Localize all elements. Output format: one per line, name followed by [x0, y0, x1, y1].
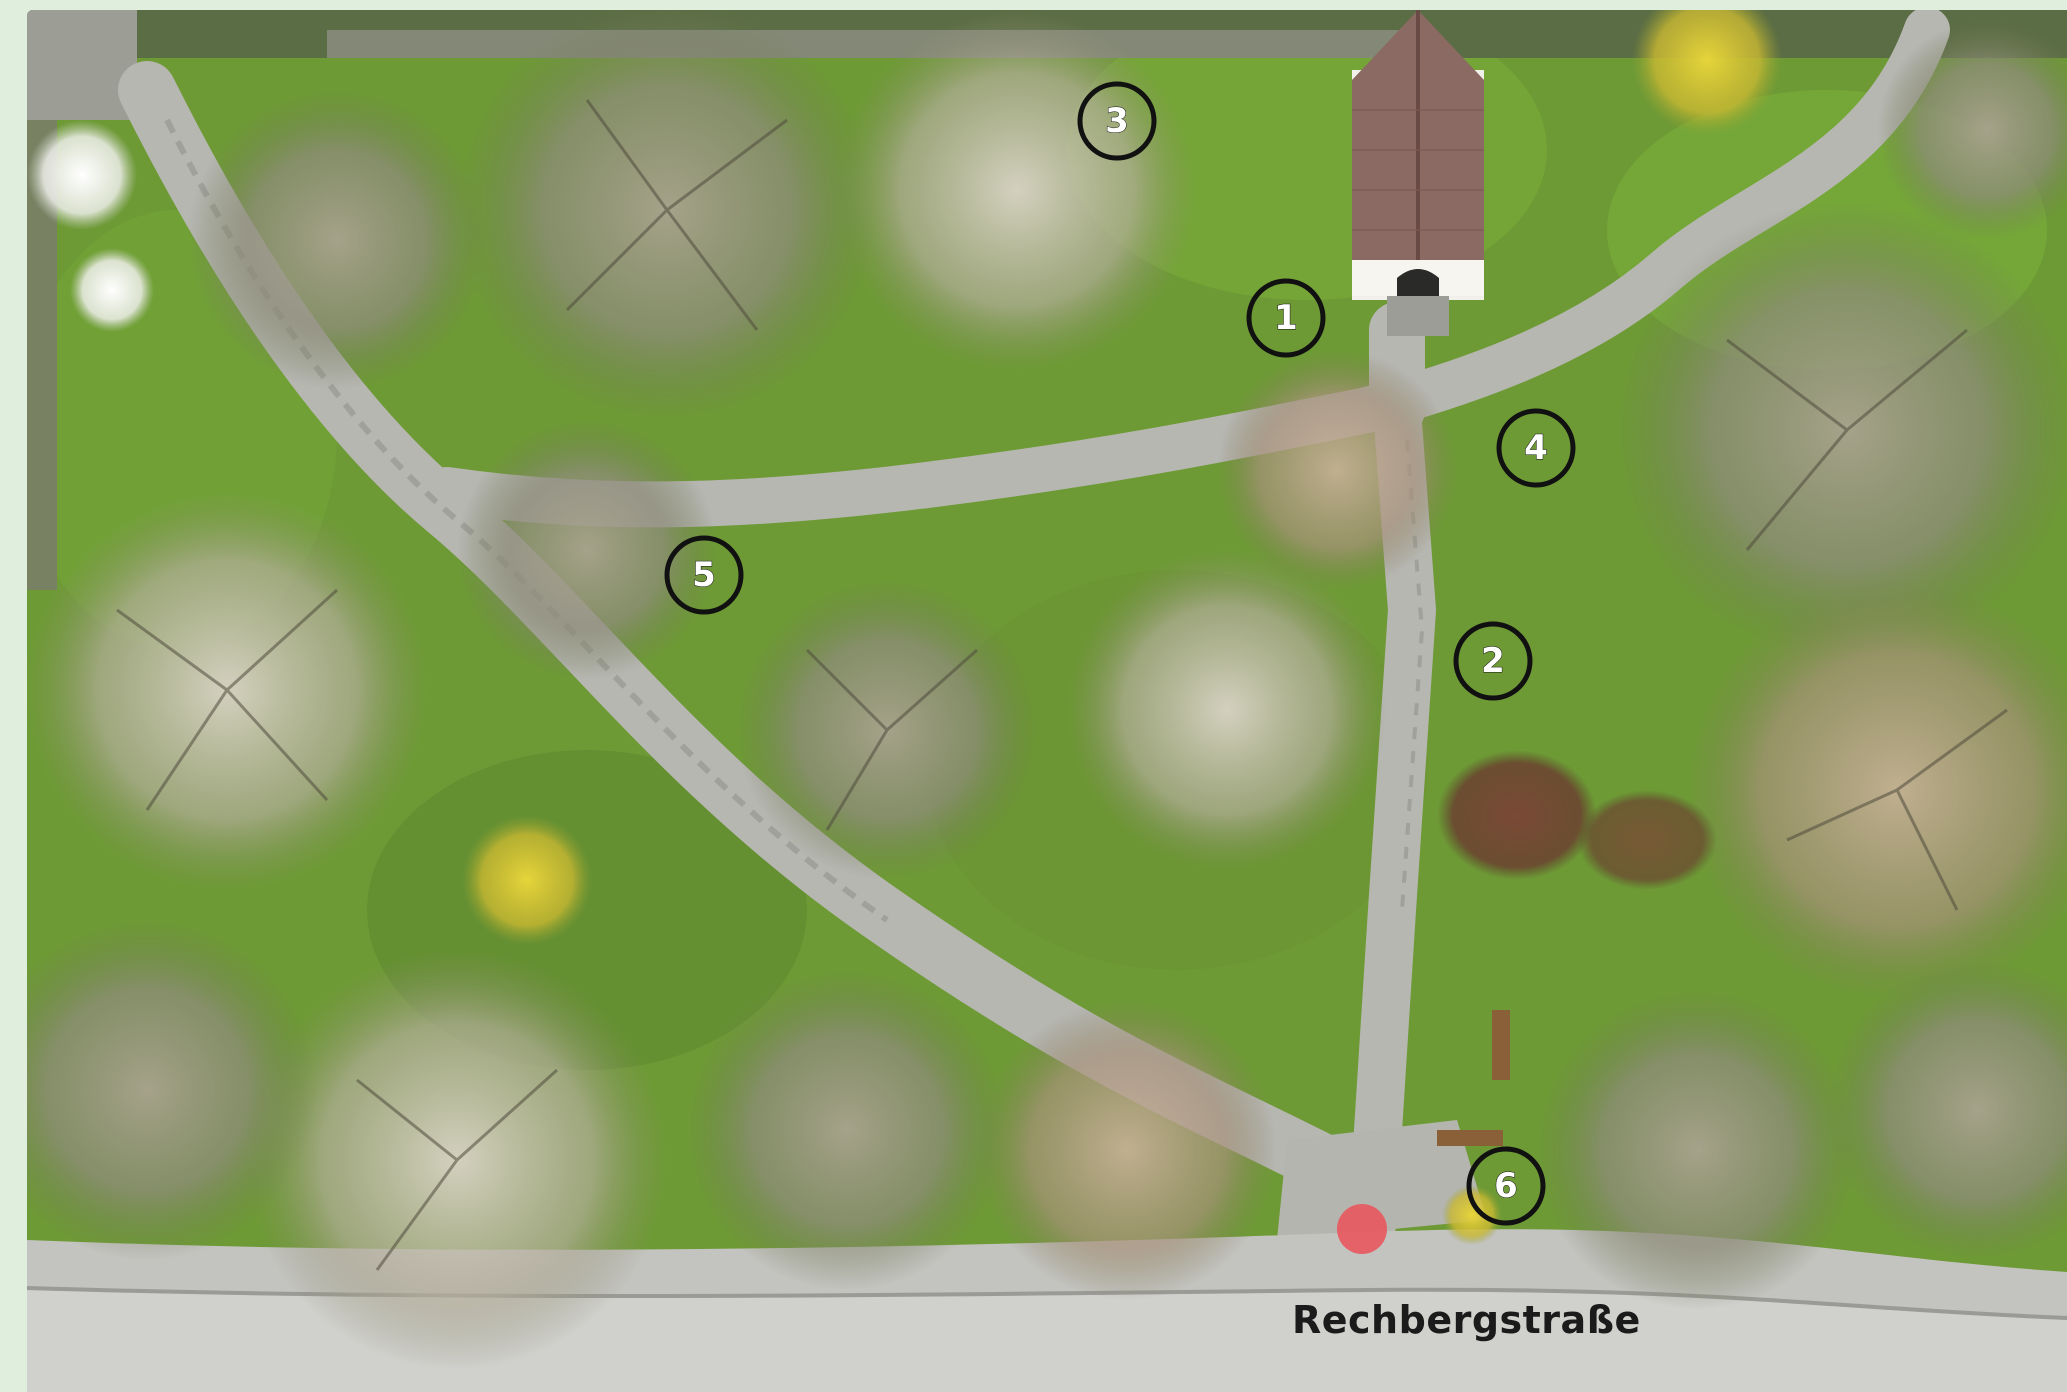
- aerial-photo: 1 2 3 4 5 6: [27, 10, 2067, 1392]
- marker-label: 3: [1105, 101, 1129, 141]
- entrance-plaza: [1277, 1120, 1487, 1240]
- marker-1[interactable]: 1: [1246, 278, 1326, 358]
- street-name-label: Rechbergstraße: [1292, 1298, 1641, 1342]
- marker-4[interactable]: 4: [1496, 408, 1576, 488]
- shrub-bed: [1437, 750, 1597, 880]
- chapel: [1352, 10, 1484, 336]
- blossom-tree: [70, 248, 154, 332]
- yellow-shrub: [1632, 10, 1782, 135]
- stone-wall: [327, 30, 1427, 58]
- bench: [1492, 1010, 1510, 1080]
- start-point[interactable]: [1337, 1204, 1387, 1254]
- corner-building: [27, 10, 137, 120]
- yellow-shrub: [1442, 1185, 1502, 1245]
- yellow-shrub: [462, 815, 592, 945]
- bench: [1437, 1130, 1503, 1146]
- marker-5[interactable]: 5: [664, 535, 744, 615]
- marker-3[interactable]: 3: [1077, 81, 1157, 161]
- marker-label: 2: [1481, 641, 1505, 681]
- blossom-tree: [27, 120, 137, 230]
- aerial-map: 1 2 3 4 5 6 Rechbergstraße: [27, 10, 2067, 1392]
- marker-label: 1: [1274, 298, 1298, 338]
- marker-6[interactable]: 6: [1466, 1146, 1546, 1226]
- marker-label: 4: [1524, 428, 1548, 468]
- marker-label: 5: [692, 555, 716, 595]
- marker-2[interactable]: 2: [1453, 621, 1533, 701]
- marker-label: 6: [1494, 1166, 1518, 1206]
